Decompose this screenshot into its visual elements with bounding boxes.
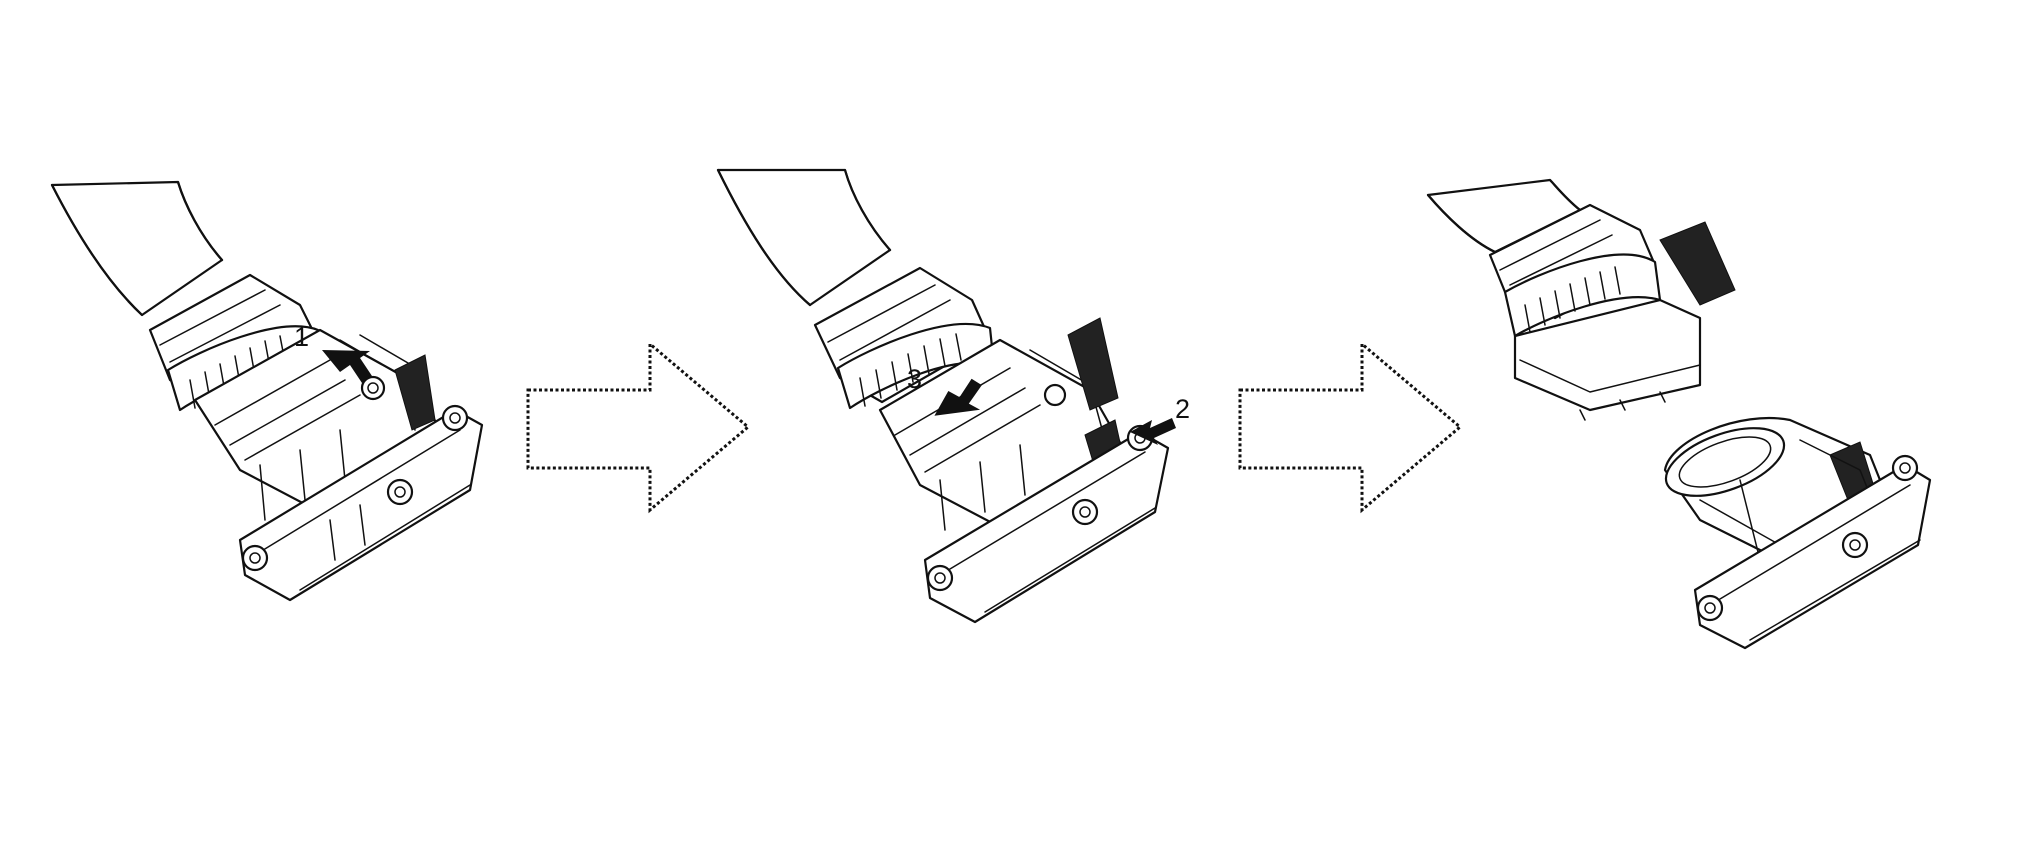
connector-head: [148, 273, 324, 412]
panel-2-unlocking: 3 2: [716, 168, 1190, 624]
process-arrow-icon: [526, 340, 751, 514]
step-label-3: 3: [907, 364, 922, 394]
mounting-base: [923, 424, 1170, 624]
connector-plug: [1488, 203, 1736, 421]
cable: [716, 168, 892, 307]
release-arrow-icon: [1130, 418, 1176, 445]
release-arrow-icon: [934, 378, 982, 416]
step-label-1: 1: [294, 322, 309, 352]
panel-1-connected: 1: [50, 180, 484, 602]
mounting-base: [1693, 454, 1932, 650]
cable: [50, 180, 224, 317]
panel-3-separated: [1426, 178, 1932, 650]
mounting-base: [238, 404, 484, 602]
process-arrow-icon: [1238, 340, 1463, 514]
release-arrow-icon: [322, 350, 372, 383]
step-label-2: 2: [1175, 394, 1190, 424]
